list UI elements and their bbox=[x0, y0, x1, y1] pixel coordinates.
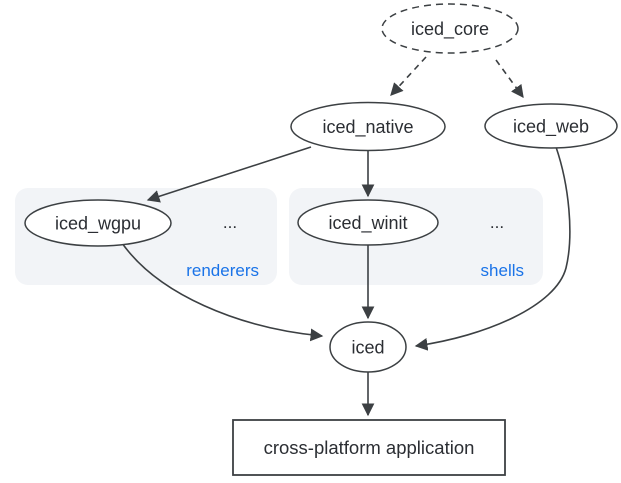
node-iced-native-label: iced_native bbox=[322, 117, 413, 138]
node-cross-platform-application bbox=[232, 419, 506, 476]
node-iced-web-label: iced_web bbox=[513, 116, 589, 137]
edge-wgpu-to-iced bbox=[121, 242, 324, 342]
node-iced-wgpu bbox=[24, 199, 172, 247]
node-iced-core bbox=[381, 3, 519, 54]
renderers-ellipsis-label: ... bbox=[223, 213, 237, 232]
node-iced-label: iced bbox=[351, 337, 384, 357]
node-iced-wgpu-label: iced_wgpu bbox=[55, 213, 141, 234]
group-label-renderers: renderers bbox=[186, 261, 259, 280]
edge-native-to-wgpu bbox=[146, 146, 312, 203]
shells-ellipsis-label: ... bbox=[490, 213, 504, 232]
node-iced bbox=[329, 321, 407, 373]
node-iced-web bbox=[484, 103, 618, 149]
edge-web-to-iced bbox=[414, 146, 571, 351]
node-cross-platform-application-label: cross-platform application bbox=[264, 437, 475, 458]
edge-core-to-native bbox=[390, 56, 427, 96]
edge-core-to-web bbox=[495, 59, 524, 99]
node-iced-winit-label: iced_winit bbox=[328, 213, 407, 234]
node-iced-core-label: iced_core bbox=[411, 19, 489, 40]
node-iced-winit bbox=[297, 199, 439, 246]
node-iced-native bbox=[290, 101, 446, 152]
group-label-shells: shells bbox=[481, 261, 524, 280]
